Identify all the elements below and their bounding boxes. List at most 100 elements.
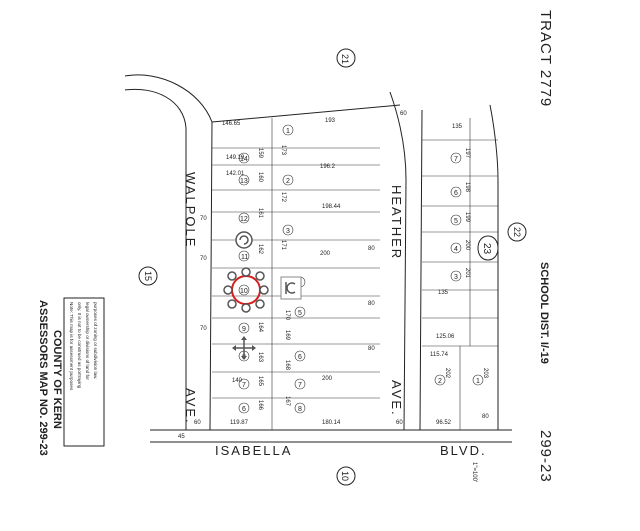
svg-text:80: 80 [368, 346, 375, 352]
svg-text:173: 173 [280, 145, 286, 156]
svg-text:70: 70 [200, 256, 207, 262]
svg-text:149.19: 149.19 [226, 155, 245, 161]
svg-text:21: 21 [340, 54, 350, 64]
note-line-3: legal ownership or divisions of land for [85, 302, 90, 380]
west-lots: 14 13 12 11 10 9 8 7 6 [238, 152, 250, 414]
svg-text:13: 13 [240, 178, 248, 185]
svg-text:146.65: 146.65 [222, 121, 241, 127]
svg-text:135: 135 [438, 290, 449, 296]
svg-text:80: 80 [368, 246, 375, 252]
svg-text:80: 80 [368, 301, 375, 307]
far-parcel-ids: 197 198 199 200 201 202 203 [444, 148, 488, 379]
svg-text:60: 60 [396, 420, 403, 426]
svg-text:7: 7 [454, 156, 458, 163]
svg-text:45: 45 [178, 434, 185, 440]
svg-text:201: 201 [464, 268, 470, 279]
circled-number-top: 21 [336, 48, 356, 68]
svg-text:200: 200 [320, 251, 331, 257]
svg-text:196.2: 196.2 [320, 164, 336, 170]
move-handle[interactable] [232, 336, 256, 360]
far-lots: 7 6 5 4 3 2 1 [434, 152, 484, 386]
svg-text:96.52: 96.52 [436, 420, 452, 426]
svg-text:1: 1 [286, 128, 290, 135]
svg-text:165: 165 [257, 376, 263, 387]
svg-text:193: 193 [325, 118, 336, 124]
svg-text:168: 168 [284, 360, 290, 371]
svg-text:5: 5 [298, 310, 302, 317]
street-isabella-blvd: BLVD. [440, 443, 487, 458]
svg-text:70: 70 [200, 326, 207, 332]
svg-text:5: 5 [454, 218, 458, 225]
note-line-1: Note: This map is for assessment purpose… [69, 302, 74, 391]
scale-label: 1"=100' [471, 462, 477, 482]
svg-text:15: 15 [143, 271, 153, 281]
svg-text:135: 135 [452, 124, 463, 130]
align-icon[interactable] [280, 276, 302, 300]
street-isabella: ISABELLA [215, 443, 292, 458]
svg-text:171: 171 [280, 240, 286, 251]
svg-text:198.44: 198.44 [322, 204, 341, 210]
svg-text:140: 140 [232, 378, 243, 384]
svg-text:8: 8 [298, 406, 302, 413]
svg-text:125.06: 125.06 [436, 334, 455, 340]
svg-text:3: 3 [286, 228, 290, 235]
svg-text:10: 10 [340, 471, 350, 481]
svg-text:9: 9 [242, 326, 246, 333]
block-label: 23 [477, 235, 499, 261]
note-line-4: purposes of zoning or subdivision law. [93, 302, 98, 379]
svg-text:80: 80 [482, 414, 489, 420]
rotate-handle[interactable] [235, 231, 253, 249]
dimension-labels: 146.65 193 149.19 196.2 142.01 198.44 20… [178, 111, 489, 440]
svg-text:22: 22 [512, 227, 522, 237]
svg-text:4: 4 [454, 246, 458, 253]
resize-handles[interactable] [223, 267, 269, 313]
svg-text:60: 60 [194, 420, 201, 426]
svg-text:172: 172 [280, 192, 286, 203]
svg-text:161: 161 [257, 208, 263, 219]
svg-text:200: 200 [322, 376, 333, 382]
svg-text:14: 14 [240, 156, 248, 163]
svg-text:203: 203 [482, 368, 488, 379]
svg-text:163: 163 [257, 352, 263, 363]
svg-text:170: 170 [284, 310, 290, 321]
circled-number-left: 15 [138, 266, 158, 286]
svg-text:2: 2 [286, 178, 290, 185]
assessor-map-number: ASSESSORS MAP NO. 299-23 [37, 300, 49, 456]
svg-text:166: 166 [257, 400, 263, 411]
svg-text:142.01: 142.01 [226, 171, 245, 177]
county-name: COUNTY OF KERN [51, 330, 63, 429]
svg-text:202: 202 [444, 368, 450, 379]
svg-text:180.14: 180.14 [322, 420, 341, 426]
svg-text:119.87: 119.87 [230, 420, 249, 426]
svg-text:1: 1 [476, 378, 480, 385]
svg-text:7: 7 [298, 382, 302, 389]
map-linework [124, 74, 512, 443]
book-page-number: 299-23 [537, 430, 554, 483]
disclaimer-note: Note: This map is for assessment purpose… [63, 297, 105, 447]
svg-text:160: 160 [257, 172, 263, 183]
svg-text:197: 197 [464, 148, 470, 159]
svg-text:6: 6 [454, 190, 458, 197]
svg-text:115.74: 115.74 [430, 352, 449, 358]
svg-text:3: 3 [454, 274, 458, 281]
svg-text:11: 11 [241, 254, 248, 261]
svg-text:169: 169 [284, 330, 290, 341]
note-line-2: only. It is not to be construed as portr… [77, 302, 82, 389]
svg-text:7: 7 [242, 382, 246, 389]
school-district: SCHOOL DIST. I/-19 [538, 262, 550, 364]
street-heather: HEATHER [389, 185, 404, 260]
svg-text:164: 164 [257, 322, 263, 333]
svg-text:6: 6 [242, 406, 246, 413]
circled-number-right: 22 [507, 222, 527, 242]
west-parcel-ids: 159 160 161 162 163 164 165 166 [257, 148, 263, 411]
svg-text:162: 162 [257, 244, 263, 255]
street-heather-ave: AVE. [389, 380, 404, 417]
street-walpole: WALPOLE [183, 172, 198, 248]
svg-text:6: 6 [298, 354, 302, 361]
svg-text:60: 60 [400, 111, 407, 117]
svg-text:23: 23 [481, 243, 492, 255]
tract-title: TRACT 2779 [537, 10, 554, 107]
svg-text:70: 70 [200, 216, 207, 222]
svg-text:12: 12 [240, 216, 248, 223]
